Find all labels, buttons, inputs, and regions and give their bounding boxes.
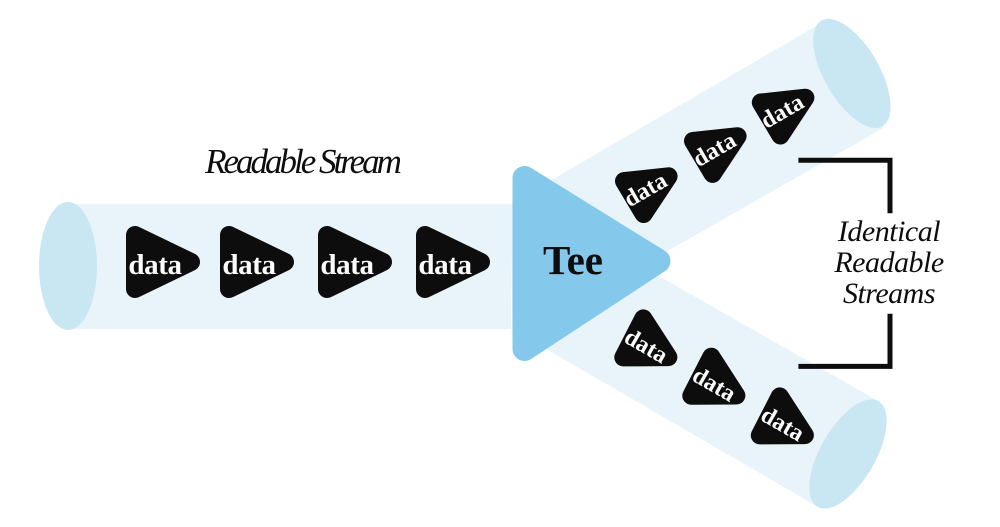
svg-text:Tee: Tee <box>543 237 603 283</box>
svg-text:Readable Stream: Readable Stream <box>204 142 401 181</box>
svg-text:Readable: Readable <box>833 246 943 279</box>
svg-text:Identical: Identical <box>837 215 940 248</box>
svg-text:data: data <box>222 249 276 281</box>
svg-text:data: data <box>418 249 472 281</box>
svg-text:data: data <box>320 249 374 281</box>
svg-text:data: data <box>128 249 182 281</box>
svg-text:Streams: Streams <box>843 277 935 310</box>
